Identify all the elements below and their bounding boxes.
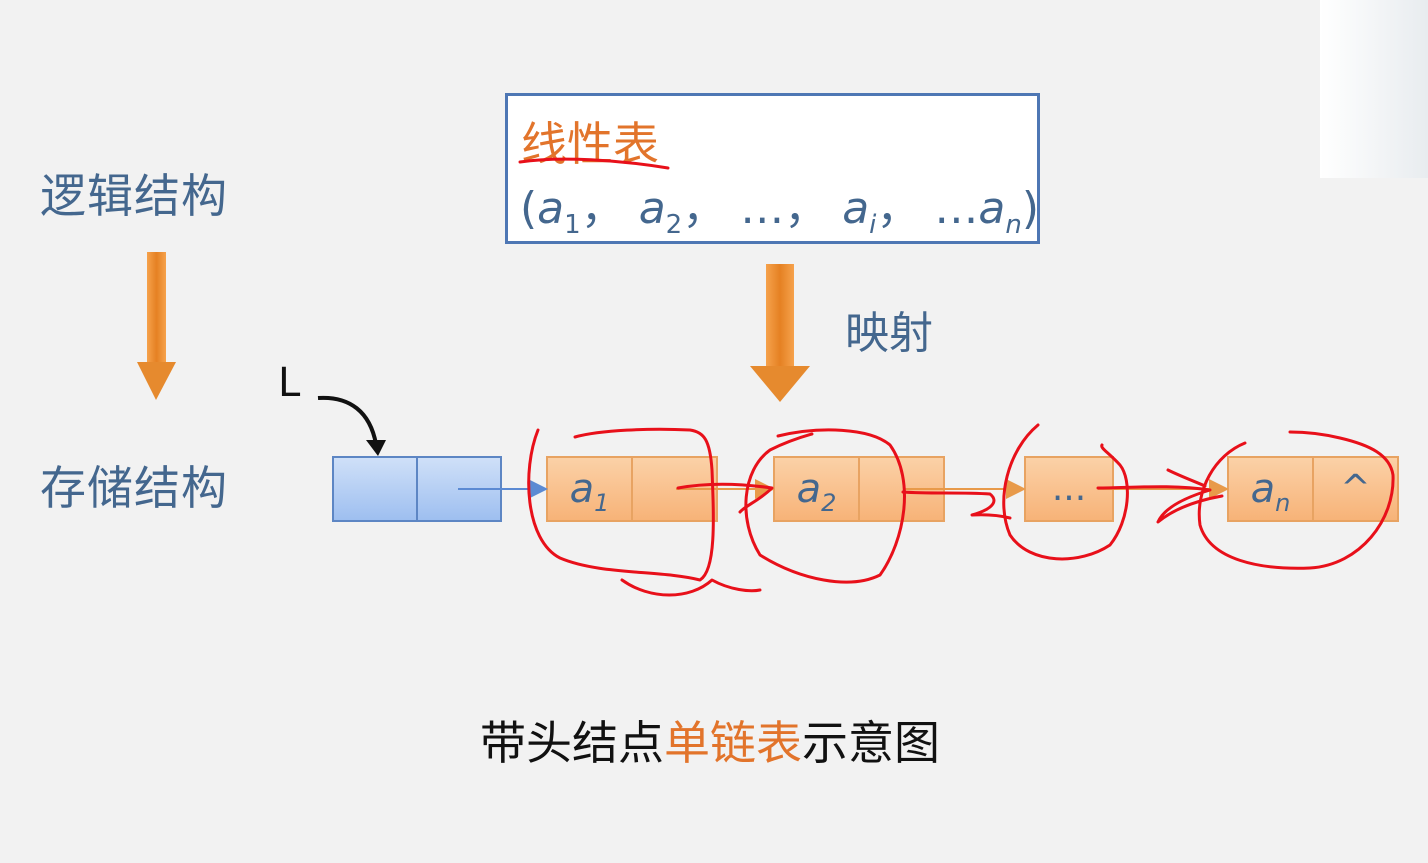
node-a2-value: a2: [796, 466, 837, 517]
seq-close: ): [1021, 183, 1040, 234]
seq-ai: a: [842, 183, 870, 234]
seq-sub-i: i: [869, 209, 877, 240]
seq-ellipsis: …: [740, 183, 785, 234]
seq-sep: ，: [876, 183, 921, 234]
seq-sep: ，: [784, 183, 829, 234]
seq-a2: a: [638, 183, 666, 234]
node-an-value: an: [1250, 466, 1291, 517]
webcam-overlay: [1320, 0, 1428, 178]
linear-list-sequence: (a1， a2， …， ai， …an): [520, 172, 1039, 240]
red-ink-annotations: [518, 157, 1395, 597]
node-an-data-cell: an: [1227, 456, 1314, 522]
seq-an: a: [978, 183, 1006, 234]
node-a1-value: a1: [569, 466, 610, 517]
seq-a1: a: [537, 183, 565, 234]
storage-structure-label: 存储结构: [40, 461, 228, 515]
head-pointer-arrow: [317, 395, 378, 445]
mapping-down-arrow: [750, 264, 810, 402]
seq-ellipsis-2: …: [934, 183, 979, 234]
node-an-null-cell: ^: [1312, 456, 1399, 522]
diagram-caption: 带头结点单链表示意图: [480, 716, 940, 770]
seq-sub-1: 1: [564, 209, 581, 240]
head-pointer-label: L: [278, 360, 301, 406]
seq-sep: ，: [682, 183, 727, 234]
left-down-arrow: [137, 252, 176, 400]
node-a2-data-cell: a2: [773, 456, 860, 522]
node-ellipsis-value: ...: [1051, 468, 1087, 509]
seq-sub-2: 2: [665, 209, 683, 240]
logical-structure-label: 逻辑结构: [40, 169, 228, 223]
null-pointer-mark: ^: [1340, 468, 1371, 509]
seq-sep: ，: [580, 183, 625, 234]
seq-open: (: [520, 183, 538, 234]
seq-sub-n: n: [1005, 209, 1022, 240]
linear-list-box: 线性表 (a1， a2， …， ai， …an): [505, 93, 1040, 244]
mapping-label: 映射: [845, 308, 933, 359]
